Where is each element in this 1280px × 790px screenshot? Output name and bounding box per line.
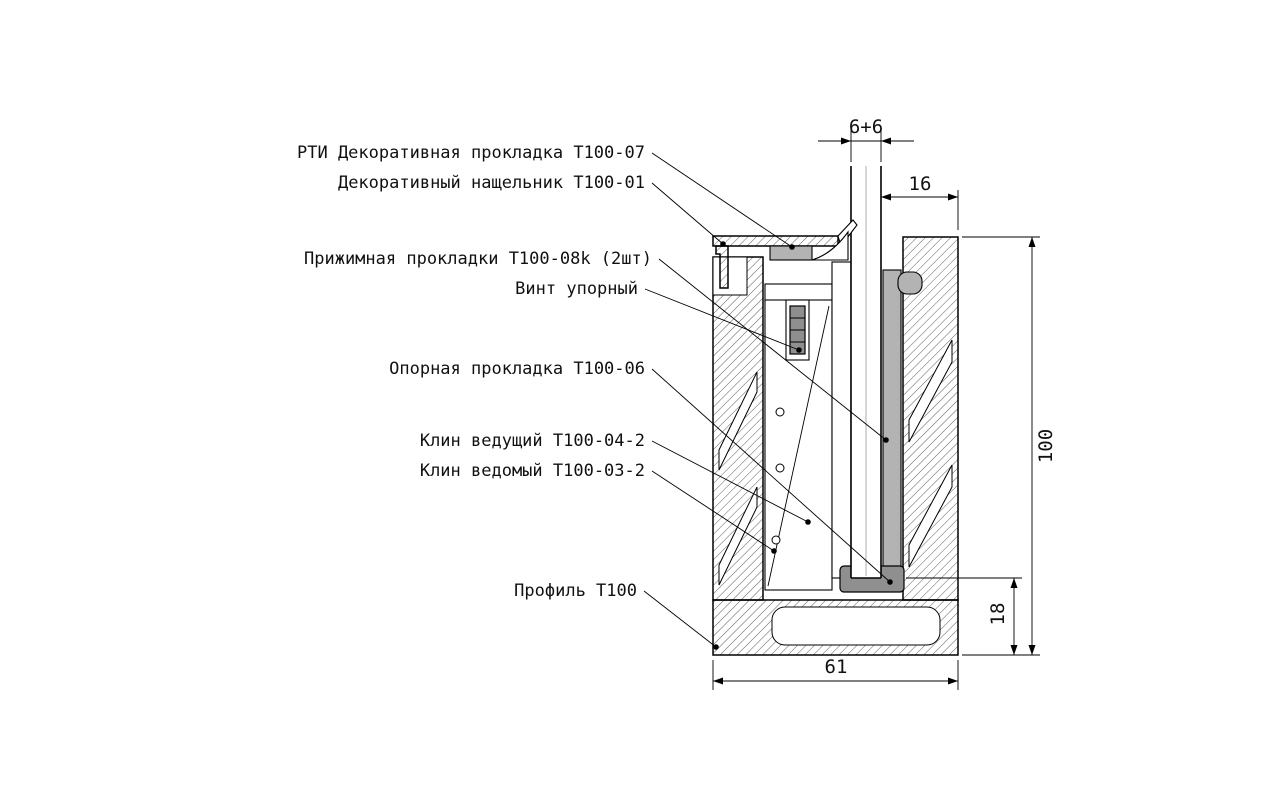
label-pressure-gasket: Прижимная прокладки Т100-08k (2шт) [304,249,652,269]
leader-dot-profile [713,644,719,650]
arrow-16-right [948,193,958,201]
dimension-bottom-offset: 18 [906,577,1022,655]
leader-dot-rti-gasket [789,244,795,250]
screw-threads [790,317,805,343]
dim-text-top-width: 16 [909,173,932,195]
profile-bottom-cavity [771,606,941,646]
part-labels: РТИ Декоративная прокладка Т100-07 Декор… [297,143,652,601]
arrow-18-top [1010,578,1018,588]
label-set-screw: Винт упорный [515,279,638,299]
glass-panel [850,166,882,579]
dim-text-profile-height: 100 [1035,429,1057,463]
dim-text-profile-width: 61 [825,656,848,678]
dimension-profile-height: 100 [962,236,1057,656]
ext-lines-61 [712,660,959,690]
label-profile: Профиль Т100 [514,581,637,601]
leader-dot-support-gasket [887,579,893,585]
wedge-hole-3 [771,535,781,545]
arrow-100-top [1028,237,1036,247]
right-wall-cavity-1 [908,339,953,443]
leader-set-screw [644,288,800,351]
leader-rti-gasket [651,152,793,248]
leader-dot-pressure-gasket [883,437,889,443]
ext-lines-glass [850,130,882,162]
leader-pressure-gasket [658,258,887,441]
leader-dot-set-screw [796,347,802,353]
left-wall-top-notch [712,256,748,296]
leader-dot-leading-wedge [805,519,811,525]
leader-leading-wedge [651,440,809,523]
dimension-glass-thickness: 6+6 [818,116,914,162]
gaskets [831,261,923,593]
arrow-100-bottom [1028,645,1036,655]
left-wall-cavity-1 [718,371,758,471]
dimension-top-width: 16 [881,173,959,230]
leader-driven-wedge [651,470,775,552]
label-cover-strip: Декоративный нащельник Т100-01 [338,173,645,193]
arrow-16-left [881,193,891,201]
leader-profile [643,590,717,648]
rti-gasket-wedge [811,230,849,261]
leader-dot-cover-strip [720,241,726,247]
leader-cover-strip [651,182,724,245]
arrow-61-right [948,677,958,685]
gasket-clip-right [897,271,923,295]
cover-strip-assembly [712,219,858,289]
leader-lines [643,152,893,650]
dim-text-glass-thickness: 6+6 [849,116,883,138]
dim-text-bottom-offset: 18 [987,603,1009,626]
cover-strip-hook [715,245,729,289]
label-driven-wedge: Клин ведомый Т100-03-2 [420,461,645,481]
dimension-profile-width: 61 [712,656,959,690]
right-wall-cavity-2 [908,464,953,568]
pressure-gasket-right [882,269,902,569]
arrow-61-left [713,677,723,685]
label-leading-wedge: Клин ведущий Т100-04-2 [420,431,645,451]
arrow-glass-left [841,137,851,145]
pressure-gasket-left [831,261,852,579]
leader-dot-driven-wedge [771,548,777,554]
arrow-glass-right [881,137,891,145]
left-wall-cavity-2 [718,486,758,586]
cover-strip [712,235,839,247]
label-rti-gasket: РТИ Декоративная прокладка Т100-07 [297,143,645,163]
wedge-bracket [764,283,833,303]
wedge-hole-1 [775,407,785,417]
wedge-hole-2 [775,463,785,473]
label-support-gasket: Опорная прокладка Т100-06 [389,359,645,379]
arrow-18-bottom [1010,645,1018,655]
wedge-assembly [764,283,833,591]
ext-lines-100 [962,236,1040,656]
leader-support-gasket [651,368,891,583]
profile-body [712,236,959,656]
